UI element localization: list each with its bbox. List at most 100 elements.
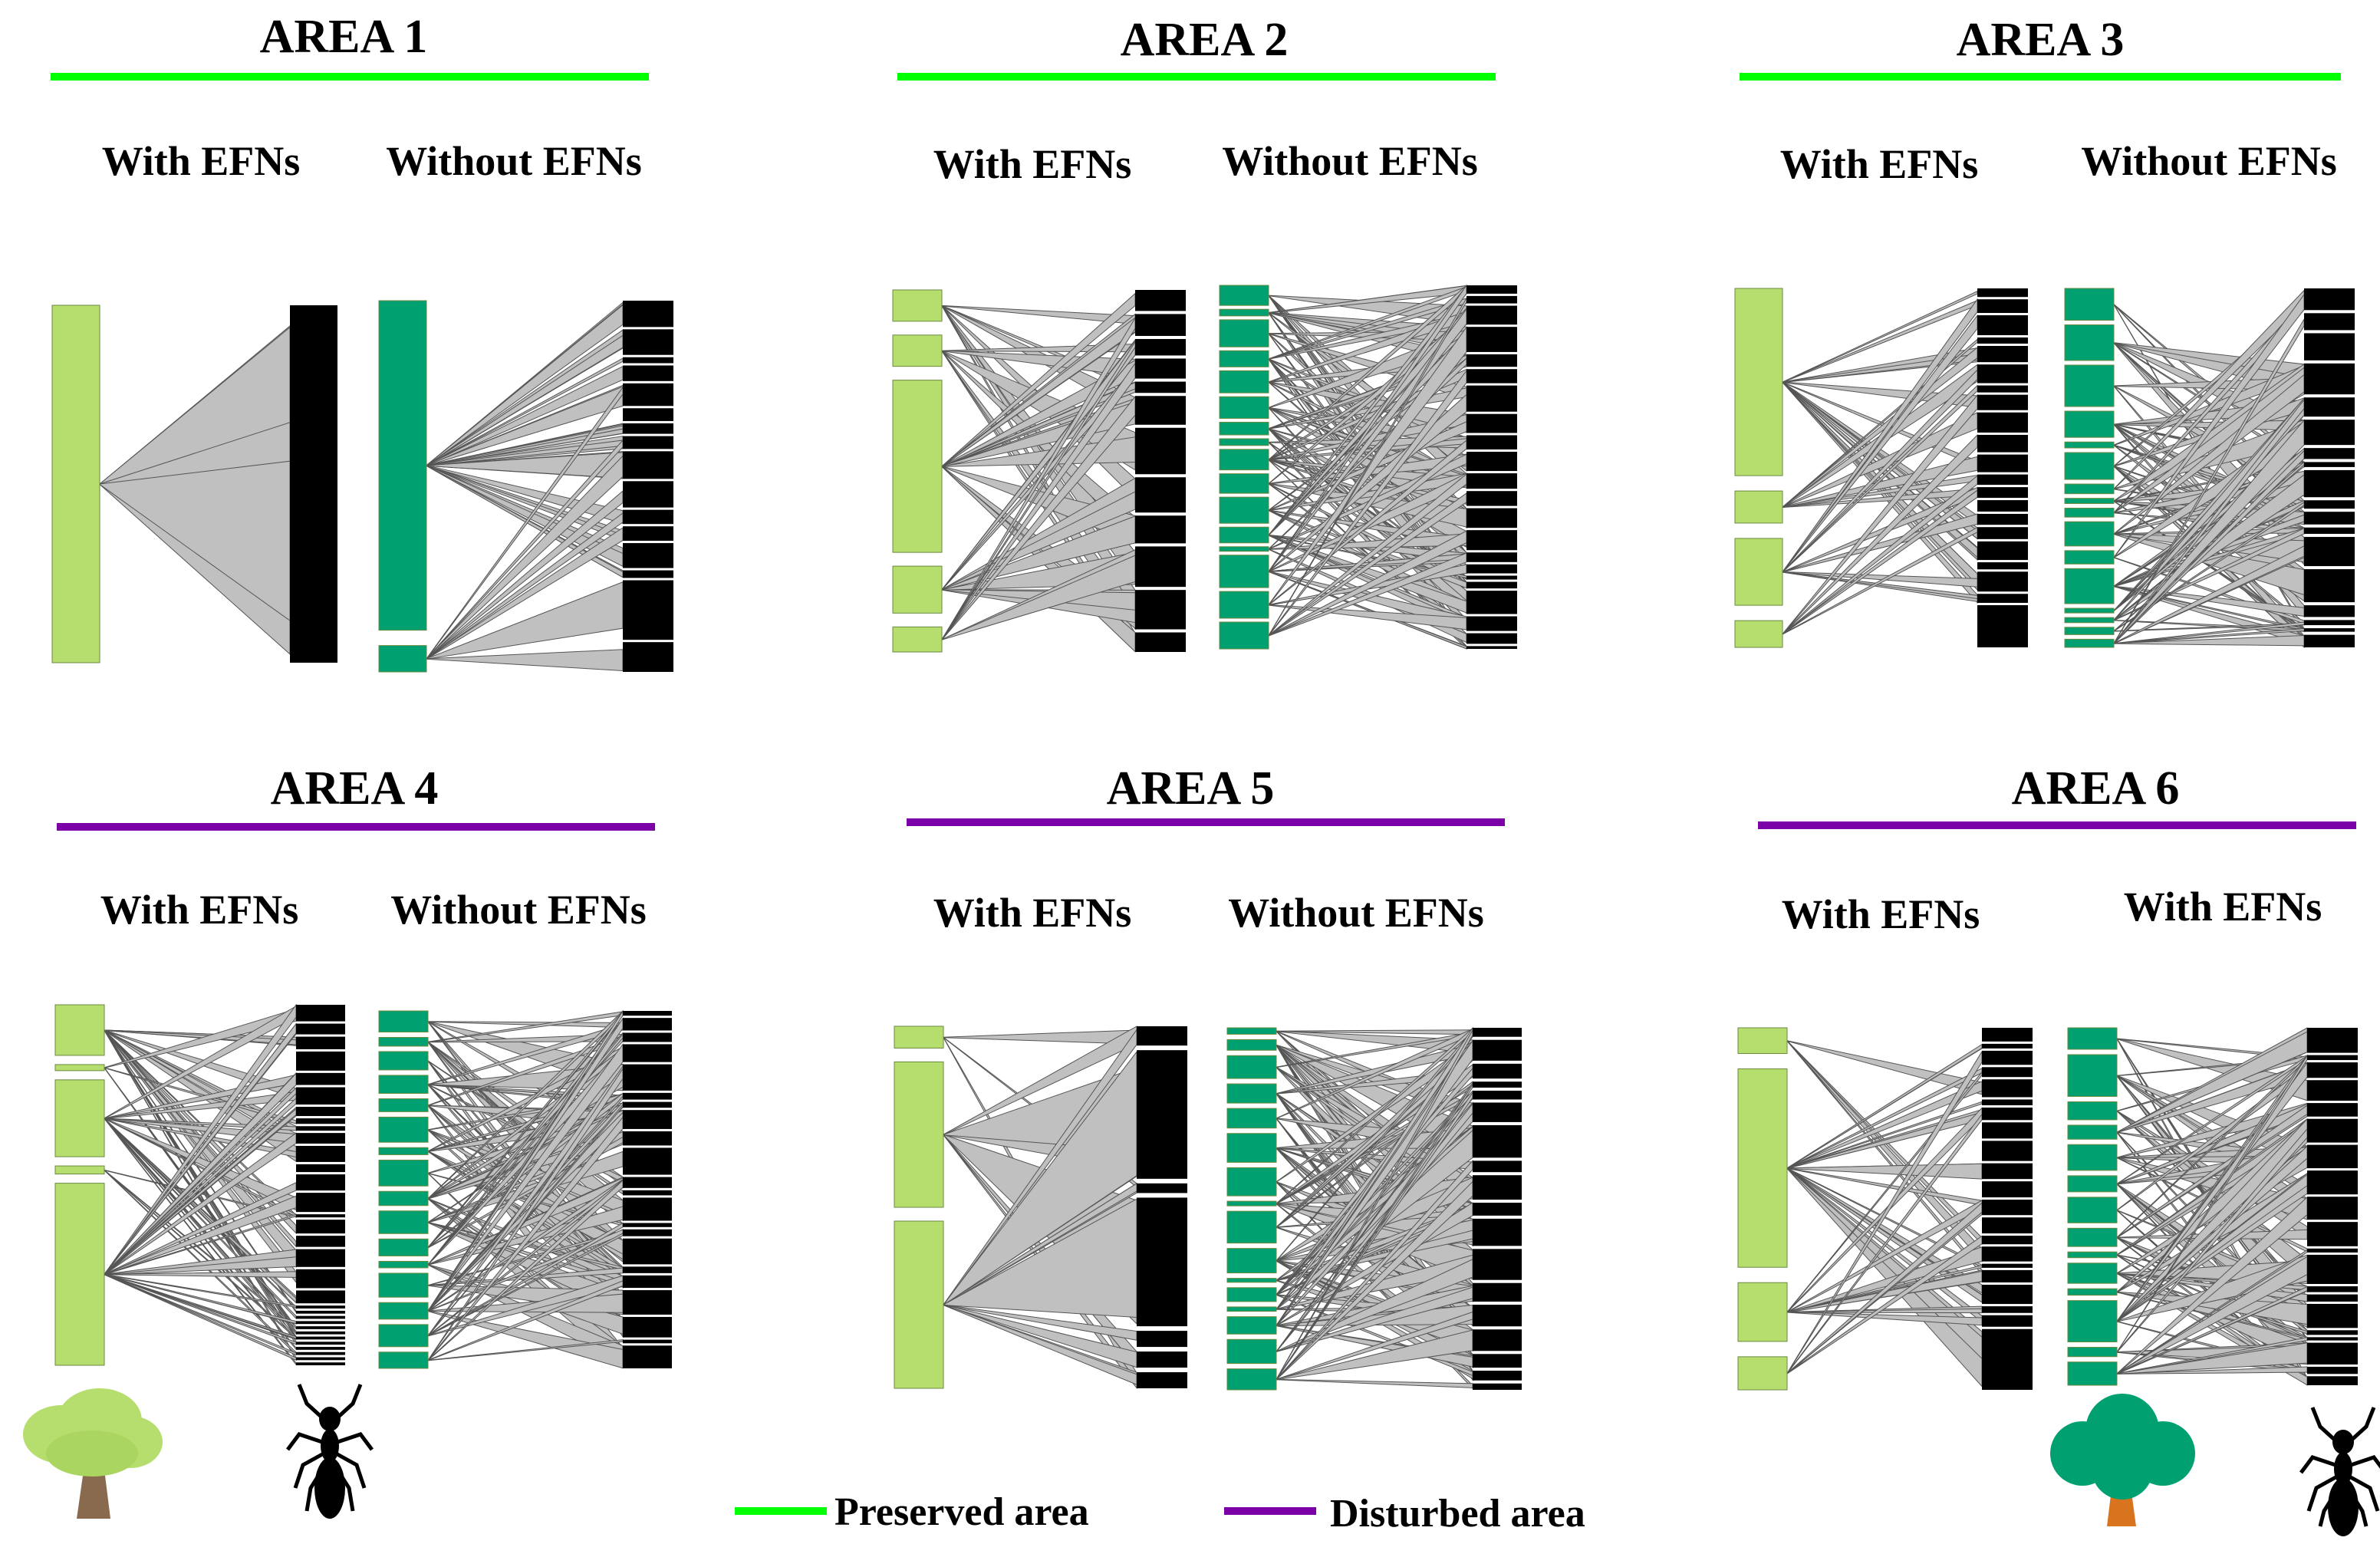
- ant-species-bar: [1982, 1236, 2033, 1245]
- col-label-with-efns: With EFNs: [102, 138, 301, 184]
- ant-species-bar: [623, 451, 673, 479]
- plant-species-bar: [2064, 288, 2115, 321]
- ant-species-bar: [1982, 1122, 2033, 1139]
- ant-species-bar: [1467, 354, 1517, 367]
- ant-species-bar: [2304, 620, 2355, 626]
- ant-species-bar: [623, 1229, 672, 1236]
- ant-species-bar: [2307, 1376, 2358, 1385]
- plant-species-bar: [1226, 1248, 1277, 1274]
- ant-species-bar: [1467, 530, 1517, 551]
- ant-species-bar: [1977, 474, 2028, 486]
- legend-preserved-label: Preserved area: [834, 1490, 1089, 1534]
- ant-species-bar: [1473, 1383, 1522, 1390]
- ant-species-bar: [623, 580, 673, 640]
- plant-species-bar: [2064, 498, 2115, 504]
- ant-icon: [286, 1384, 374, 1519]
- ant-species-bar: [1137, 1183, 1187, 1193]
- plant-species-bar: [1226, 1306, 1277, 1312]
- ant-species-bar: [1977, 337, 2028, 344]
- plant-species-bar: [1734, 490, 1783, 524]
- ant-species-bar: [1135, 515, 1186, 544]
- plant-species-bar: [1226, 1316, 1277, 1335]
- interaction-link: [1786, 1163, 1983, 1180]
- plant-species-bar: [378, 1260, 429, 1269]
- ant-species-bar: [623, 1044, 672, 1062]
- ant-species-bar: [2304, 462, 2355, 467]
- ant-species-bar: [2304, 500, 2355, 509]
- plant-species-bar: [1219, 396, 1269, 419]
- ant-species-bar: [623, 1032, 672, 1042]
- col-label-with-efns: With EFNs: [1782, 891, 1980, 937]
- ant-species-bar: [296, 1036, 345, 1049]
- ant-species-bar: [2304, 469, 2355, 498]
- plant-species-bar: [378, 1302, 429, 1320]
- plant-species-bar: [1226, 1338, 1277, 1365]
- plant-species-bar: [892, 334, 943, 367]
- ant-species-bar: [1467, 575, 1517, 580]
- ant-species-bar: [623, 526, 673, 542]
- ant-species-bar: [1982, 1200, 2033, 1216]
- ant-species-bar: [1977, 571, 2028, 592]
- plant-species-bar: [2067, 1124, 2118, 1140]
- ant-species-bar: [1977, 454, 2028, 472]
- ant-species-bar: [2307, 1197, 2358, 1220]
- plant-species-bar: [1219, 526, 1269, 544]
- col-label-with-efns: With EFNs: [933, 890, 1132, 936]
- plant-species-bar: [1219, 350, 1269, 367]
- plant-species-bar: [1219, 308, 1269, 317]
- plant-species-bar: [1737, 1068, 1788, 1268]
- ant-species-bar: [1982, 1246, 2033, 1262]
- ant-species-bar: [296, 1336, 345, 1340]
- plant-species-bar: [1737, 1027, 1788, 1055]
- ant-species-bar: [1473, 1175, 1522, 1200]
- ant-species-bar: [2307, 1248, 2358, 1253]
- plant-species-bar: [378, 1210, 429, 1234]
- ant-species-bar: [296, 1347, 345, 1350]
- plant-species-bar: [1219, 438, 1269, 446]
- ant-species-bar: [2307, 1118, 2358, 1143]
- plant-species-bar: [2067, 1288, 2118, 1296]
- ant-species-bar: [623, 408, 673, 421]
- ant-species-bar: [1473, 1282, 1522, 1302]
- ant-species-bar: [623, 1266, 672, 1273]
- ant-species-bar: [1982, 1263, 2033, 1268]
- ant-species-bar: [1467, 491, 1517, 506]
- ant-species-bar: [1977, 394, 2028, 410]
- plant-species-bar: [2064, 550, 2115, 565]
- ant-species-bar: [1467, 413, 1517, 433]
- plant-species-bar: [378, 1147, 429, 1155]
- ant-species-bar: [2304, 634, 2355, 647]
- ant-species-bar: [1137, 1351, 1187, 1368]
- ant-species-bar: [623, 1110, 672, 1129]
- ant-species-bar: [1982, 1099, 2033, 1106]
- panel-title-area-6: AREA 6: [2012, 762, 2180, 815]
- plant-species-bar: [892, 380, 943, 553]
- ant-species-bar: [1982, 1217, 2033, 1234]
- ant-species-bar: [296, 1145, 345, 1162]
- plant-species-bar: [1734, 620, 1783, 648]
- ant-species-bar: [2307, 1330, 2358, 1335]
- plant-species-bar: [2067, 1263, 2118, 1284]
- col-label-without-efns: Without EFNs: [1222, 138, 1478, 184]
- plant-species-bar: [2067, 1347, 2118, 1358]
- ant-species-bar: [1467, 369, 1517, 384]
- ant-species-bar: [623, 1339, 672, 1344]
- plant-species-bar: [1219, 496, 1269, 524]
- plant-species-bar: [1219, 546, 1269, 552]
- ant-species-bar: [1473, 1160, 1522, 1173]
- networks-layer: [51, 284, 2358, 1391]
- ant-species-bar: [296, 1087, 345, 1105]
- plant-species-bar: [378, 1190, 429, 1207]
- plant-species-bar: [2064, 638, 2115, 648]
- ant-species-bar: [1473, 1218, 1522, 1246]
- plant-species-bar: [2067, 1300, 2118, 1343]
- plant-species-bar: [378, 1324, 429, 1348]
- ant-species-bar: [1137, 1372, 1187, 1388]
- plant-species-bar: [2064, 568, 2115, 604]
- tree-icon: [23, 1388, 163, 1519]
- ant-species-bar: [623, 481, 673, 508]
- ant-species-bar: [2307, 1254, 2358, 1284]
- plant-species-bar: [54, 1183, 105, 1366]
- ant-species-bar: [1137, 1026, 1187, 1046]
- ant-species-bar: [623, 1092, 672, 1100]
